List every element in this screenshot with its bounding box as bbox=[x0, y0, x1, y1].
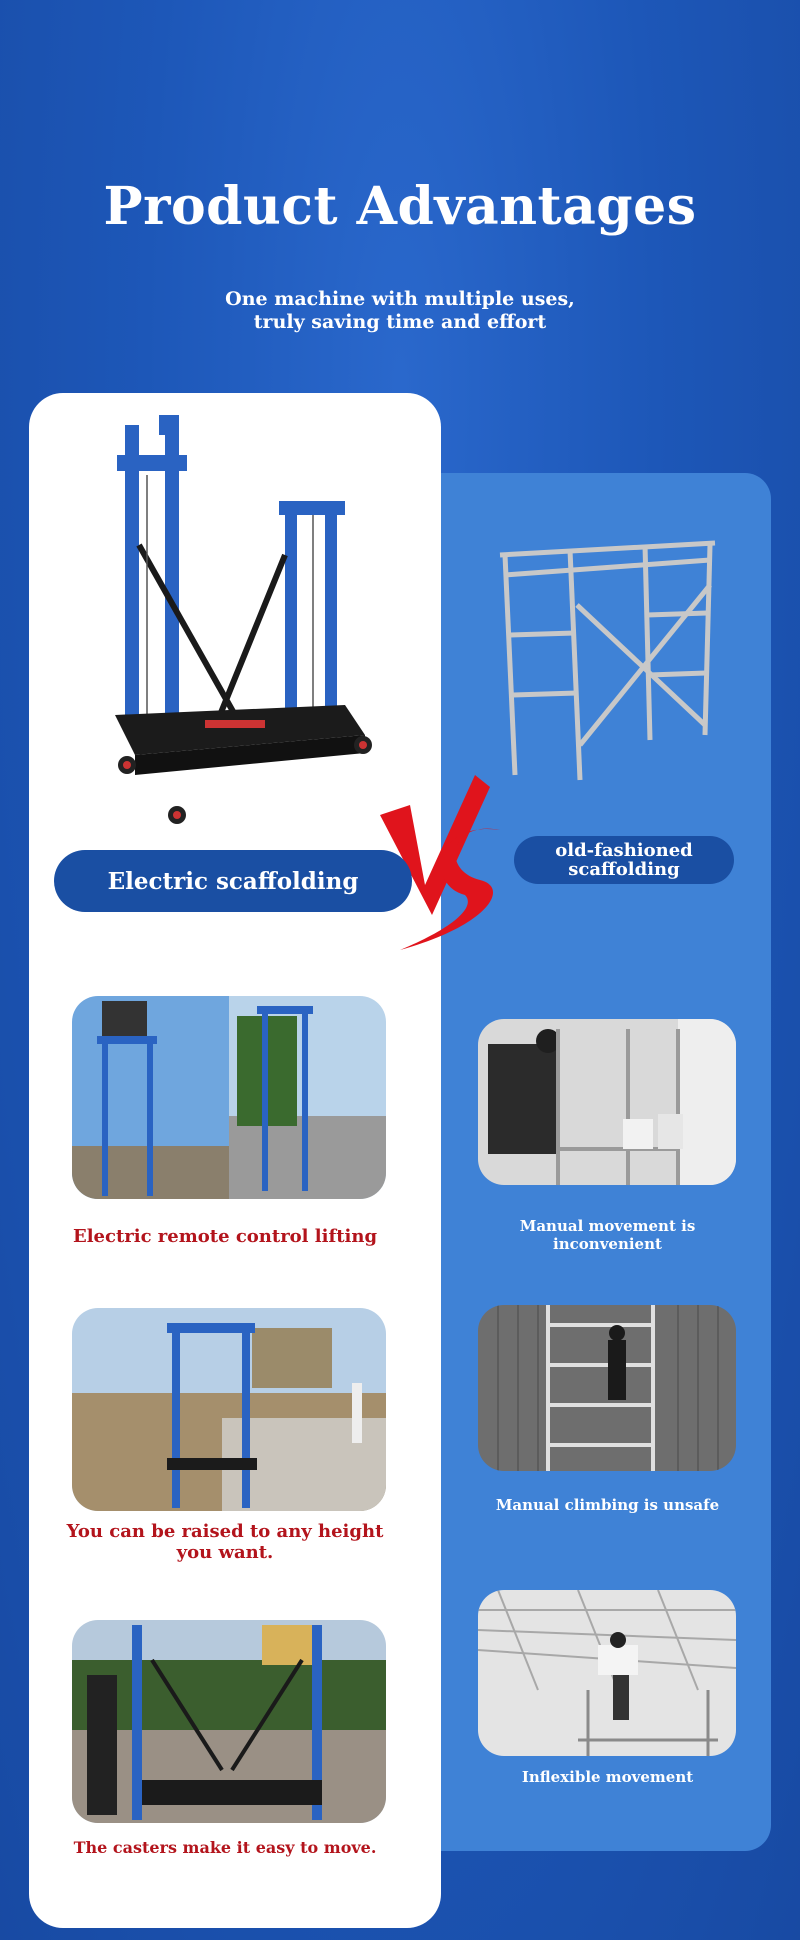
casters-photo bbox=[72, 1620, 386, 1823]
vs-text: VS bbox=[439, 894, 442, 896]
feature-caption-height-line-1: You can be raised to any height bbox=[66, 1521, 384, 1542]
feature-caption-manual-movement-line-2: inconvenient bbox=[553, 1235, 662, 1253]
feature-caption-height: You can be raised to any height you want… bbox=[50, 1521, 400, 1563]
vs-graphic: VS bbox=[380, 775, 500, 950]
old-scaffolding-label-line-2: scaffolding bbox=[568, 859, 680, 880]
feature-caption-lifting: Electric remote control lifting bbox=[72, 1226, 378, 1247]
electric-scaffolding-image bbox=[115, 415, 372, 824]
page-subtitle: One machine with multiple uses, truly sa… bbox=[0, 288, 800, 334]
old-scaffolding-label-line-1: old-fashioned bbox=[555, 840, 693, 861]
subtitle-line-1: One machine with multiple uses, bbox=[225, 288, 575, 310]
inflexible-movement-photo bbox=[478, 1590, 736, 1756]
adjustable-height-photo bbox=[72, 1308, 386, 1511]
page-title: Product Advantages bbox=[103, 176, 697, 237]
feature-caption-inflexible: Inflexible movement bbox=[521, 1768, 694, 1786]
remote-lifting-photo bbox=[72, 996, 386, 1199]
feature-caption-manual-movement: Manual movement is inconvenient bbox=[470, 1217, 745, 1253]
subtitle-line-2: truly saving time and effort bbox=[253, 311, 547, 333]
old-scaffolding-label: old-fashioned scaffolding bbox=[514, 836, 734, 884]
feature-caption-manual-movement-line-1: Manual movement is bbox=[519, 1217, 696, 1235]
feature-caption-casters: The casters make it easy to move. bbox=[73, 1838, 377, 1857]
old-scaffolding-image bbox=[499, 540, 716, 781]
manual-movement-photo bbox=[478, 1019, 736, 1185]
feature-caption-manual-climbing: Manual climbing is unsafe bbox=[495, 1496, 720, 1514]
electric-scaffolding-label: Electric scaffolding bbox=[54, 850, 412, 912]
manual-climbing-photo bbox=[478, 1305, 736, 1471]
feature-caption-height-line-2: you want. bbox=[176, 1542, 274, 1563]
